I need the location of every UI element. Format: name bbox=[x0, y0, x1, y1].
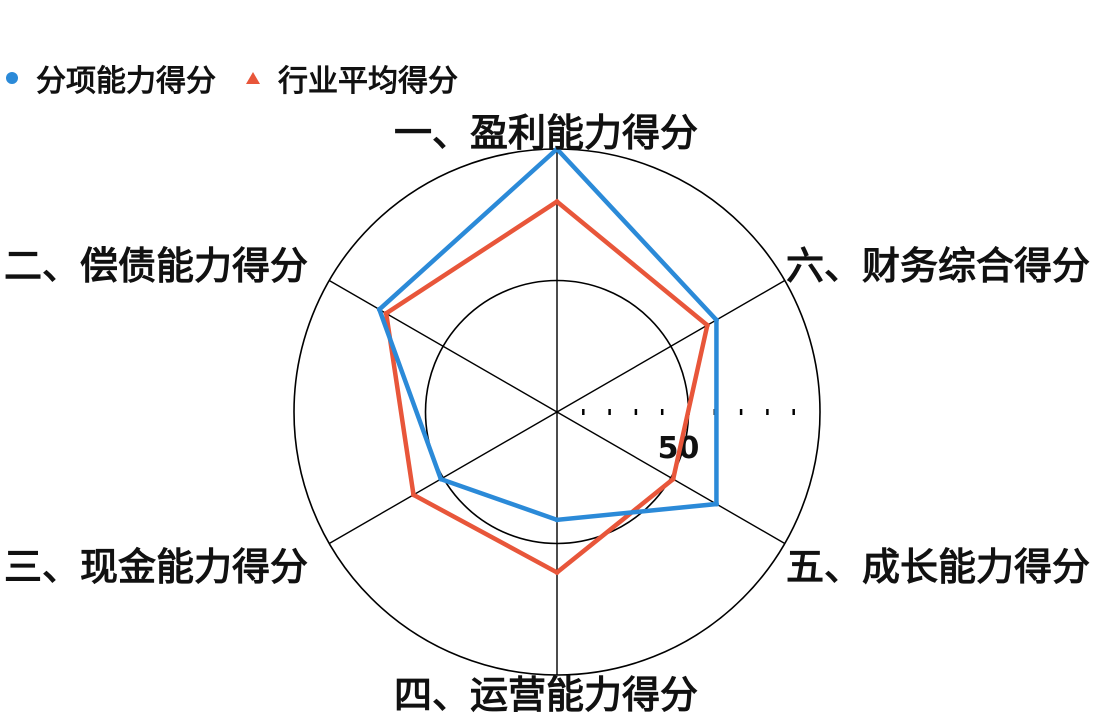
series-2-point-0 bbox=[554, 199, 560, 205]
axis-label-solvency: 二、偿债能力得分 bbox=[4, 244, 309, 288]
series-1-point-3 bbox=[554, 517, 560, 523]
series-1-point-1 bbox=[713, 317, 719, 323]
axis-label-growth: 五、成长能力得分 bbox=[786, 545, 1091, 589]
legend-dot-icon bbox=[6, 72, 18, 84]
legend-label-series1: 分项能力得分 bbox=[36, 64, 216, 99]
series-1-point-5 bbox=[376, 306, 382, 312]
legend-item-series1[interactable]: 分项能力得分 bbox=[6, 56, 216, 100]
axis-label-operations: 四、运营能力得分 bbox=[394, 673, 699, 717]
axis-label-cash: 三、现金能力得分 bbox=[4, 545, 309, 589]
series-1-point-2 bbox=[713, 501, 719, 507]
series-2-point-3 bbox=[554, 569, 560, 575]
series-2-point-5 bbox=[383, 310, 389, 316]
series-2-point-1 bbox=[704, 322, 710, 328]
legend-item-series2[interactable]: 行业平均得分 bbox=[246, 56, 458, 100]
series-1-point-4 bbox=[438, 476, 444, 482]
legend: 分项能力得分 行业平均得分 bbox=[6, 56, 488, 100]
axis-spoke-5 bbox=[328, 279, 558, 413]
axis-spoke-2 bbox=[556, 411, 786, 545]
legend-triangle-icon bbox=[246, 72, 260, 84]
axis-label-profitability: 一、盈利能力得分 bbox=[394, 111, 699, 155]
series-1-point-0 bbox=[554, 146, 560, 152]
legend-label-series2: 行业平均得分 bbox=[278, 64, 458, 99]
series-2-point-2 bbox=[670, 476, 676, 482]
axis-label-financial-overall: 六、财务综合得分 bbox=[786, 244, 1091, 288]
series-2-point-4 bbox=[411, 492, 417, 498]
axis-spoke-1 bbox=[556, 279, 786, 413]
